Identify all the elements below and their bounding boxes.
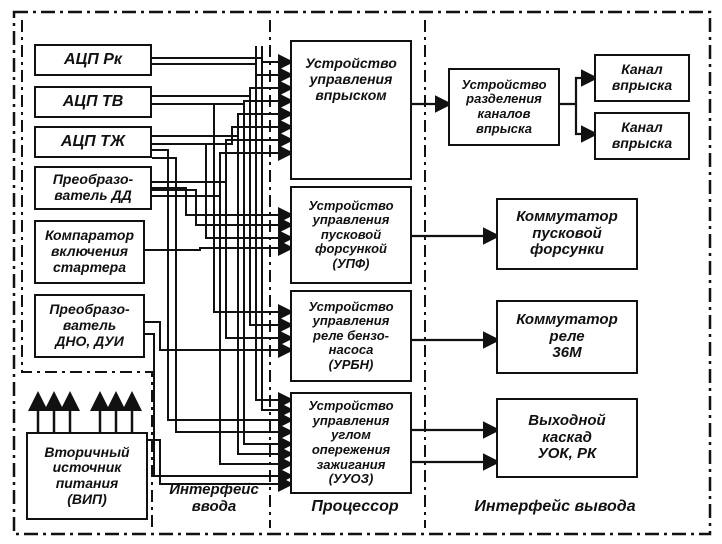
start-injector-switch-box: Коммутатор пусковой форсунки [496,198,638,270]
channel-splitter-box: Устройство разделения каналов впрыска [448,68,560,146]
injection-channel-1-label: Канал впрыска [611,61,673,93]
injection-control-label: Устройство управления впрыском [305,55,397,103]
injection-channel-2-label: Канал впрыска [611,119,673,151]
start-injector-control-box: Устройство управления пусковой форсункой… [290,186,412,284]
injection-channel-1-box: Канал впрыска [594,54,690,102]
relay-switch-label: Коммутатор реле 36М [516,310,618,362]
injection-control-box: Устройство управления впрыском [290,40,412,180]
converter-dno-box: Преобразо- ватель ДНО, ДУИ [34,294,145,358]
output-lines [412,69,599,471]
ignition-timing-control-box: Устройство управления углом опережения з… [290,392,412,494]
ignition-timing-control-label: Устройство управления углом опережения з… [308,398,394,487]
relay-switch-box: Коммутатор реле 36М [496,300,638,374]
output-stage-label: Выходной каскад УОК, РК [528,411,606,463]
separator-inputs-power [21,20,153,528]
injection-channel-2-box: Канал впрыска [594,112,690,160]
processor-region-label: Процессор [311,498,399,515]
adc-tzh-box: АЦП ТЖ [34,126,152,158]
power-arrows [28,391,142,432]
fuel-pump-relay-control-label: Устройство управления реле бензо- насоса… [308,298,394,372]
starter-comparator-box: Компаратор включения стартера [34,220,145,284]
adc-pk-label: АЦП Рк [64,51,122,69]
starter-comparator-label: Компаратор включения стартера [44,227,135,275]
input-interface-label: Интерфейс ввода [169,481,259,515]
adc-tzh-label: АЦП ТЖ [60,133,126,151]
power-source-label: Вторичный источник питания (ВИП) [44,443,130,507]
adc-tv-box: АЦП ТВ [34,86,152,118]
converter-dno-label: Преобразо- ватель ДНО, ДУИ [49,301,130,349]
outer-border [12,10,712,536]
converter-dd-box: Преобразо- ватель ДД [34,166,152,210]
start-injector-switch-label: Коммутатор пусковой форсунки [516,207,618,259]
converter-dd-label: Преобразо- ватель ДД [52,171,134,203]
output-interface-label: Интерфейс вывода [474,498,636,515]
start-injector-control-label: Устройство управления пусковой форсункой… [308,197,394,271]
adc-pk-box: АЦП Рк [34,44,152,76]
channel-splitter-label: Устройство разделения каналов впрыска [461,76,547,136]
adc-tv-label: АЦП ТВ [62,93,124,111]
power-source-box: Вторичный источник питания (ВИП) [26,432,148,520]
input-bus [145,46,294,492]
output-stage-box: Выходной каскад УОК, РК [496,398,638,478]
fuel-pump-relay-control-box: Устройство управления реле бензо- насоса… [290,290,412,382]
